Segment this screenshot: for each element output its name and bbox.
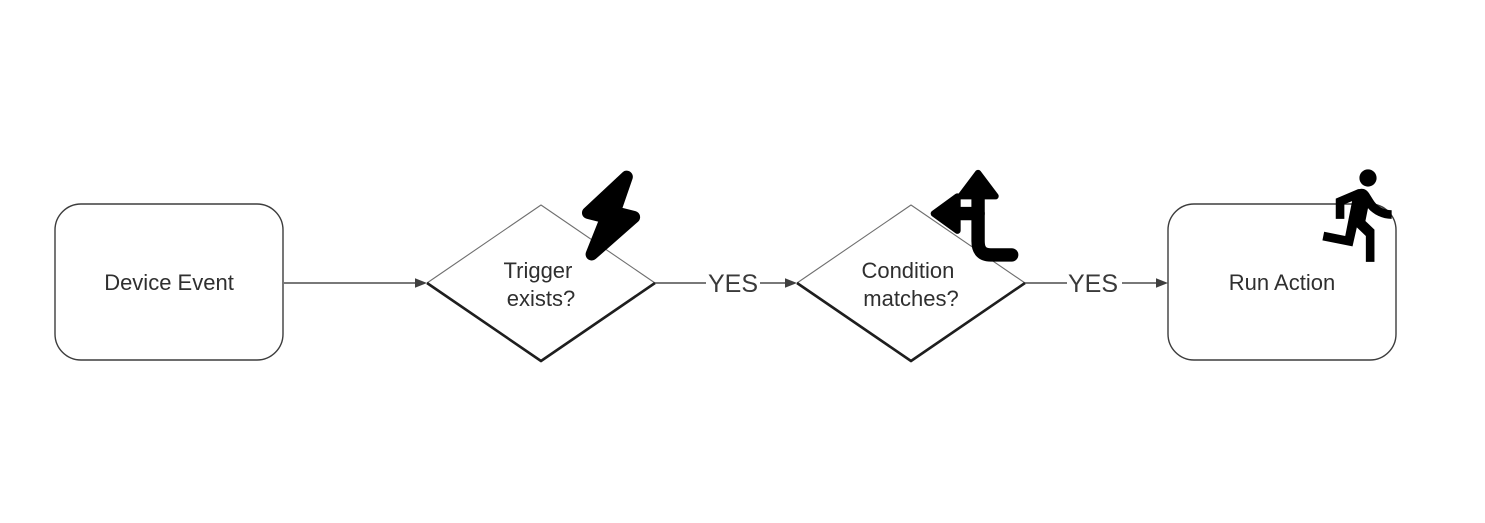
device-event-shape [54,203,284,361]
edge-device-event-to-trigger [284,278,427,288]
running-person-path [1322,169,1392,262]
arrowhead-icon [1156,278,1168,288]
edge-condition-to-run: YES [1025,270,1168,298]
trigger-exists-label: Trigger exists? [504,258,579,311]
trigger-exists-edge-top [426,204,656,284]
node-run-action: Run Action [1167,169,1397,361]
split-directions-icon [930,169,1019,262]
split-directions-left-arrowhead [930,193,961,234]
edge-label-yes: YES [708,270,758,298]
split-directions-up-arrowhead [957,169,999,200]
condition-matches-edge-bottom [796,281,1026,363]
condition-matches-shape [797,205,1025,361]
node-trigger-exists: Trigger exists? [426,170,656,363]
node-condition-matches: Condition matches? [796,169,1026,363]
run-action-label: Run Action [1229,270,1335,295]
lightning-bolt-path [581,170,641,261]
edge-label-yes: YES [1068,270,1118,298]
device-event-label: Device Event [104,270,234,295]
running-person-icon [1322,169,1392,262]
node-device-event: Device Event [54,203,284,361]
trigger-exists-edge-bottom [426,281,656,363]
condition-matches-label: Condition matches? [861,258,960,311]
arrowhead-icon [785,278,797,288]
edge-trigger-to-condition: YES [655,270,797,298]
lightning-bolt-icon [581,170,641,261]
split-directions-trunk [971,188,1019,262]
arrowhead-icon [415,278,427,288]
